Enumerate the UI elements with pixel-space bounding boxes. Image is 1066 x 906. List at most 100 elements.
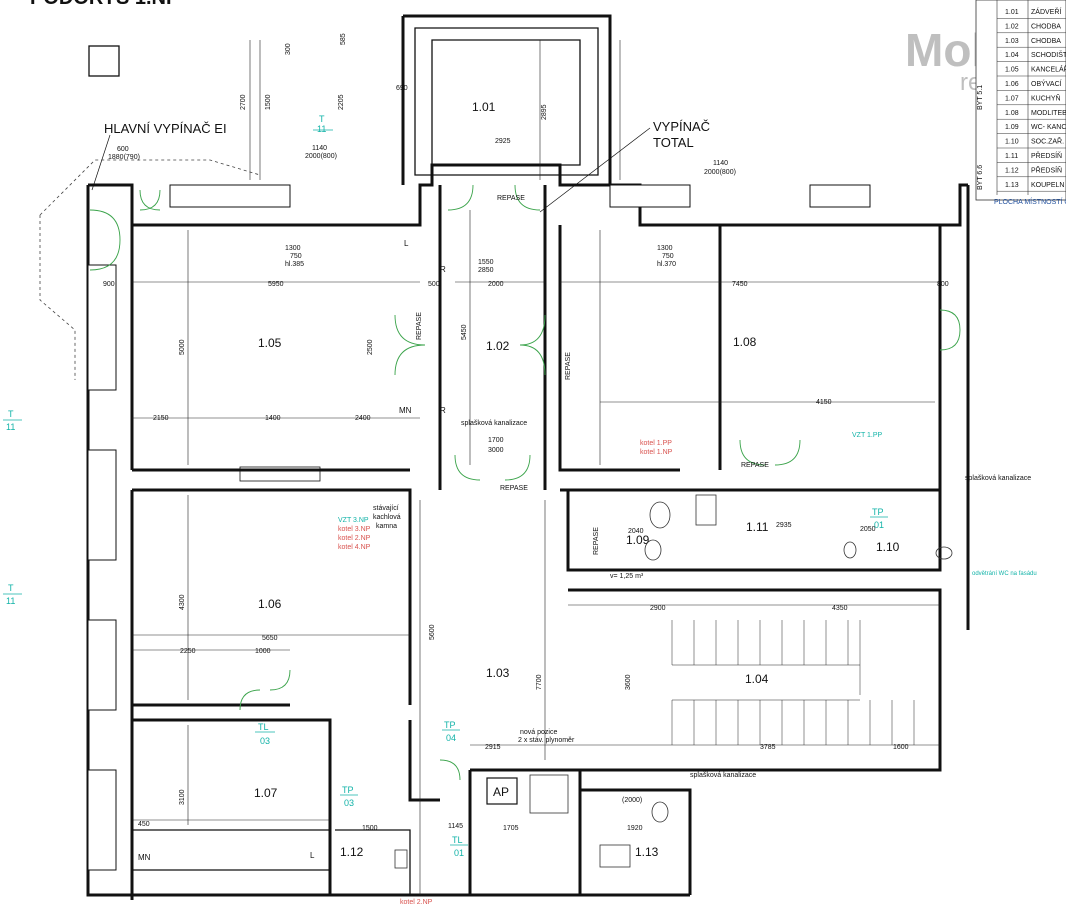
boiler-1np: kotel 1.NP [640, 449, 673, 456]
main-switch-label: HLAVNÍ VYPÍNAČ EI [104, 121, 227, 136]
staircase [671, 620, 915, 745]
legend-row-name: KOUPELN [1031, 182, 1064, 189]
marker-t11-left-2: T 11 [3, 583, 22, 606]
svg-text:11: 11 [317, 124, 326, 134]
dim-2000: 2000 [488, 281, 504, 288]
dimension-texts: 600 1880(790) 1140 2000(800) 2700 1500 3… [103, 33, 949, 832]
svg-text:T: T [8, 583, 14, 593]
dim-7700: 7700 [536, 674, 543, 690]
sanitary-fixtures [394, 494, 953, 869]
dim-750b: 750 [662, 253, 674, 260]
legend-row-name: CHODBA [1031, 38, 1061, 45]
dim-2150: 2150 [153, 415, 169, 422]
dim-hl370: hl.370 [657, 261, 676, 268]
marker-t11-left-1: T 11 [3, 409, 22, 432]
room-1-08: 1.08 [733, 335, 757, 349]
legend-row-number: 1.10 [1005, 139, 1019, 146]
room-1-10: 1.10 [876, 540, 900, 554]
dim-2040: 2040 [628, 528, 644, 535]
legend-footer: PLOCHA MÍSTNOSTÍ C [994, 197, 1066, 206]
room-1-09: 1.09 [626, 533, 650, 547]
legend-row-number: 1.07 [1005, 95, 1019, 102]
boiler-3np: kotel 3.NP [338, 526, 371, 533]
mn-label-1: MN [399, 406, 412, 415]
dim-2000a: 2000(800) [305, 153, 337, 160]
svg-text:TP: TP [872, 507, 884, 517]
dim-450: 450 [138, 821, 150, 828]
dim-1300a: 1300 [285, 245, 301, 252]
svg-text:TL: TL [452, 835, 463, 845]
dim-1600: 1600 [893, 744, 909, 751]
switch-total-label-1: VYPÍNAČ [653, 119, 710, 134]
dim-1000: 1000 [255, 648, 271, 655]
legend-row-name: OBÝVACÍ [1031, 79, 1062, 88]
svg-text:TP: TP [444, 720, 456, 730]
legend-row-name: ZÁDVEŘÍ [1031, 7, 1061, 16]
markers: T 11 T 11 T 11 TL 03 TP 03 TP 04 [3, 114, 888, 858]
kitchen-stove-label-1: stávající [373, 505, 399, 512]
legend-row-number: 1.08 [1005, 110, 1019, 117]
legend-row-name: SOC.ZAŘ. MODLITEB [1031, 137, 1066, 146]
wc-vent-note: odvětrání WC na fasádu [972, 571, 1037, 577]
dim-2895: 2895 [541, 104, 548, 120]
new-position-label-1: nová pozice [520, 729, 557, 736]
dim-2050: 2050 [860, 526, 876, 533]
svg-text:03: 03 [344, 798, 354, 808]
marker-tl01: TL 01 [450, 835, 468, 858]
dim-2500: 2500 [367, 339, 374, 355]
legend-row-name: MODLITEB [1031, 110, 1066, 117]
dim-hl385: hl.385 [285, 261, 304, 268]
legend-row-name: SCHODIŠT [1031, 50, 1066, 59]
svg-text:T: T [319, 114, 325, 124]
mn-label-2: MN [138, 853, 151, 862]
legend-row-name: KUCHYŇ [1031, 93, 1061, 102]
dim-3000: 3000 [488, 447, 504, 454]
dim-500: 500 [428, 281, 440, 288]
marker-tp01: TP 01 [870, 507, 888, 530]
legend-row-name: CHODBA [1031, 23, 1061, 30]
vzt-1pp: VZT 1.PP [852, 432, 883, 439]
room-1-05: 1.05 [258, 336, 282, 350]
volume-label: v= 1,25 m³ [610, 573, 644, 580]
dim-5450: 5450 [461, 324, 468, 340]
dim-2915: 2915 [485, 744, 501, 751]
repase-label-bottom: REPASE [500, 485, 528, 492]
dim-3600: 3600 [625, 674, 632, 690]
kitchen-stove-label-3: kamna [376, 523, 397, 530]
dim-2000c: (2000) [622, 797, 642, 804]
dim-5950: 5950 [268, 281, 284, 288]
legend-row-number: 1.01 [1005, 9, 1019, 16]
boiler-2np-b: kotel 2.NP [400, 899, 433, 906]
dim-2700: 2700 [240, 94, 247, 110]
sewer-label-3: splašková kanalizace [690, 772, 756, 779]
r-label-2: R [440, 406, 446, 415]
dim-300a: 300 [285, 43, 292, 55]
svg-text:01: 01 [454, 848, 464, 858]
dim-1920: 1920 [627, 825, 643, 832]
r-label-1: R [440, 265, 446, 274]
marker-tl03: TL 03 [255, 722, 275, 746]
door-swings [89, 184, 961, 781]
room-1-12: 1.12 [340, 845, 364, 859]
sewer-label-1: splašková kanalizace [461, 420, 527, 427]
marker-t11-top: T 11 [313, 114, 333, 134]
boiler-1pp: kotel 1.PP [640, 440, 672, 447]
marker-tp03: TP 03 [340, 785, 358, 808]
plan-title: PODORYS 1.NP [30, 0, 179, 9]
dim-1705: 1705 [503, 825, 519, 832]
room-1-04: 1.04 [745, 672, 769, 686]
dim-1500b: 1500 [362, 825, 378, 832]
dim-2925: 2925 [495, 138, 511, 145]
room-1-07: 1.07 [254, 786, 278, 800]
dim-1145: 1145 [448, 823, 463, 830]
dim-5650: 5650 [262, 635, 278, 642]
dim-5000: 5000 [179, 339, 186, 355]
room-1-13: 1.13 [635, 845, 659, 859]
dim-2400: 2400 [355, 415, 371, 422]
dim-585: 585 [340, 33, 347, 45]
room-1-03: 1.03 [486, 666, 510, 680]
new-position-label-2: 2 x stáv. plynoměr [518, 737, 575, 744]
dim-750a: 750 [290, 253, 302, 260]
dim-2900: 2900 [650, 605, 666, 612]
